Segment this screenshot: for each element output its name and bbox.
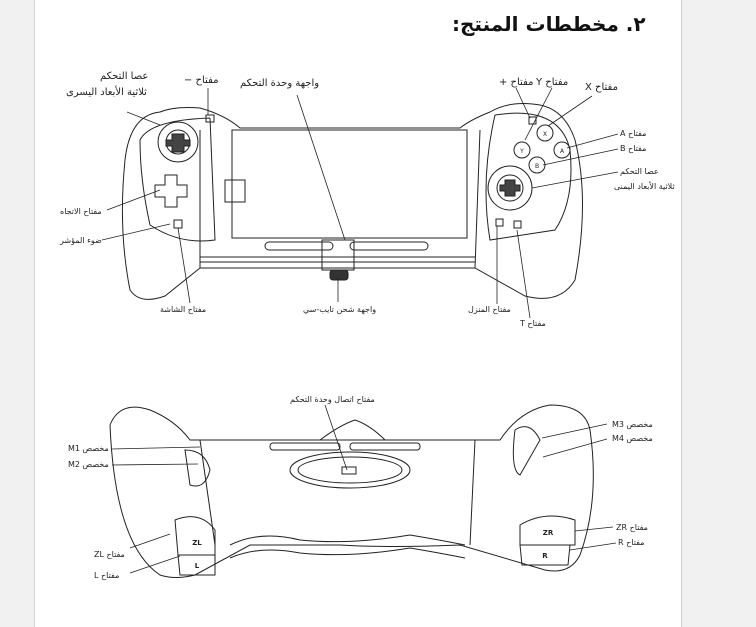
zr-button-glyph: ZR [543,529,554,537]
document-page [34,0,682,627]
section-title: ٢. مخططات المنتج: [452,12,646,36]
back-leader-lines [111,404,617,574]
b-key-label: مفتاح B [620,144,647,153]
a-button-glyph: A [560,148,565,155]
zl-button-glyph: ZL [192,539,202,547]
home-key-label: مفتاح المنزل [468,305,511,314]
left-stick-label-2: ثلاثية الأبعاد اليسرى [66,87,147,98]
dpad-icon [154,174,188,208]
front-leader-lines [101,87,619,319]
plus-key-label: مفتاح + [499,77,534,88]
y-button-glyph: Y [519,148,524,155]
x-button-glyph: X [543,131,547,138]
right-stick-label-2: ثلاثية الأبعاد اليمنى [614,182,675,191]
front-controller-drawing [121,103,583,300]
x-key-label: مفتاح X [585,82,618,93]
m2-label: مخصص M2 [68,460,109,469]
indicator-light-label: ضوء المؤشر [60,236,102,245]
t-key-label: مفتاح T [520,319,546,328]
dpad-label: مفتاح الاتجاه [60,207,102,216]
connect-key-label: مفتاح اتصال وحدة التحكم [290,395,375,404]
left-stick-label-1: عصا التحكم [100,71,149,82]
l-key-label: مفتاح L [94,571,120,580]
controller-interface-label: واجهة وحدة التحكم [240,78,320,89]
zl-key-label: مفتاح ZL [94,550,125,559]
right-stick-label-1: عصا التحكم [620,167,659,176]
l-button-glyph: L [195,562,200,570]
screenshot-key-label: مفتاح الشاشة [160,305,207,314]
y-key-label: مفتاح Y [536,77,569,88]
b-button-glyph: B [535,163,539,170]
zr-key-label: مفتاح ZR [616,523,648,532]
r-key-label: مفتاح R [618,538,645,547]
r-button-glyph: R [542,552,548,560]
m4-label: مخصص M4 [612,434,653,443]
usb-c-label: واجهة شحن تايب-سي [303,305,377,314]
minus-key-label: مفتاح − [184,75,219,86]
back-controller-drawing [109,404,594,578]
m1-label: مخصص M1 [68,444,109,453]
a-key-label: مفتاح A [620,129,647,138]
m3-label: مخصص M3 [612,420,653,429]
